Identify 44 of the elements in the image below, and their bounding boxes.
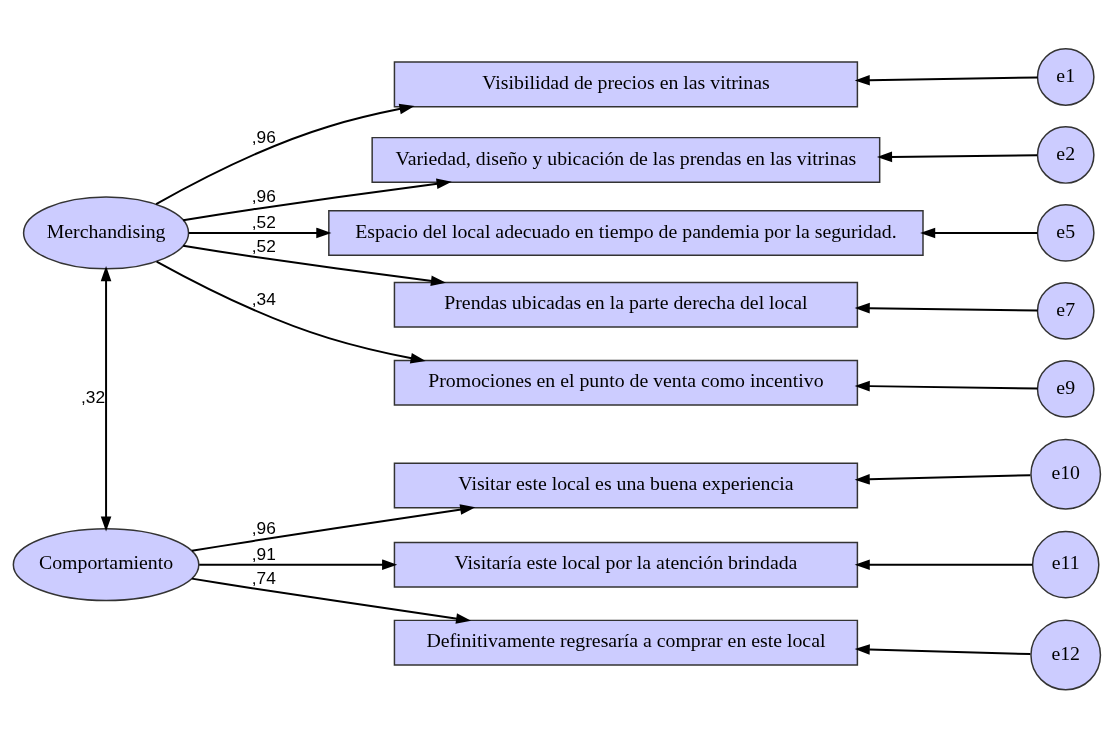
arrow bbox=[198, 558, 398, 570]
arrow bbox=[876, 151, 1039, 162]
arrow bbox=[155, 260, 426, 363]
node-ellipse: Merchandising bbox=[22, 195, 190, 270]
arrow bbox=[854, 558, 1034, 570]
edge-label: ,96 bbox=[251, 517, 276, 538]
node-box: Variedad, diseño y ubicación de las prendas en las vitrinas bbox=[371, 136, 881, 183]
edge-label: ,52 bbox=[251, 211, 276, 232]
node-circle: e10 bbox=[1030, 438, 1102, 510]
node-box: Promociones en el punto de venta como incentivo bbox=[393, 359, 859, 406]
node-circle: e9 bbox=[1036, 359, 1095, 418]
edge-label: ,96 bbox=[251, 126, 276, 147]
node-ellipse: Comportamiento bbox=[12, 527, 200, 601]
arrow bbox=[920, 227, 1039, 238]
arrow bbox=[854, 643, 1032, 655]
arrow bbox=[100, 265, 112, 532]
node-box: Prendas ubicadas en la parte derecha del local bbox=[393, 281, 859, 328]
node-box: Visitar este local es una buena experiencia bbox=[393, 461, 859, 508]
node-circle: e5 bbox=[1036, 203, 1095, 262]
arrow bbox=[854, 380, 1039, 391]
arrow bbox=[854, 74, 1039, 86]
arrow bbox=[190, 503, 476, 552]
arrow bbox=[190, 577, 472, 624]
arrow bbox=[854, 302, 1039, 313]
node-box: Visitaría este local por la atención brindada bbox=[393, 541, 859, 588]
edge-label: ,74 bbox=[251, 566, 276, 587]
node-circle: e7 bbox=[1036, 281, 1095, 340]
edge-label: ,34 bbox=[251, 288, 276, 309]
arrow bbox=[854, 473, 1032, 485]
edge-label: ,91 bbox=[251, 543, 276, 564]
node-circle: e2 bbox=[1036, 125, 1095, 184]
node-box: Espacio del local adecuado en tiempo de pandemia por la seguridad. bbox=[328, 209, 924, 256]
arrow bbox=[155, 103, 415, 205]
node-box: Visibilidad de precios en las vitrinas bbox=[393, 60, 859, 107]
arrow bbox=[187, 227, 332, 238]
edge-label: ,32 bbox=[81, 386, 106, 407]
node-circle: e11 bbox=[1031, 530, 1100, 599]
node-box: Definitivamente regresaría a comprar en este local bbox=[393, 619, 859, 666]
node-circle: e12 bbox=[1030, 619, 1102, 691]
node-circle: e1 bbox=[1036, 47, 1095, 106]
edge-label: ,96 bbox=[251, 185, 276, 206]
arrow bbox=[182, 244, 447, 286]
edge-label: ,52 bbox=[251, 235, 276, 256]
arrow bbox=[182, 178, 452, 221]
